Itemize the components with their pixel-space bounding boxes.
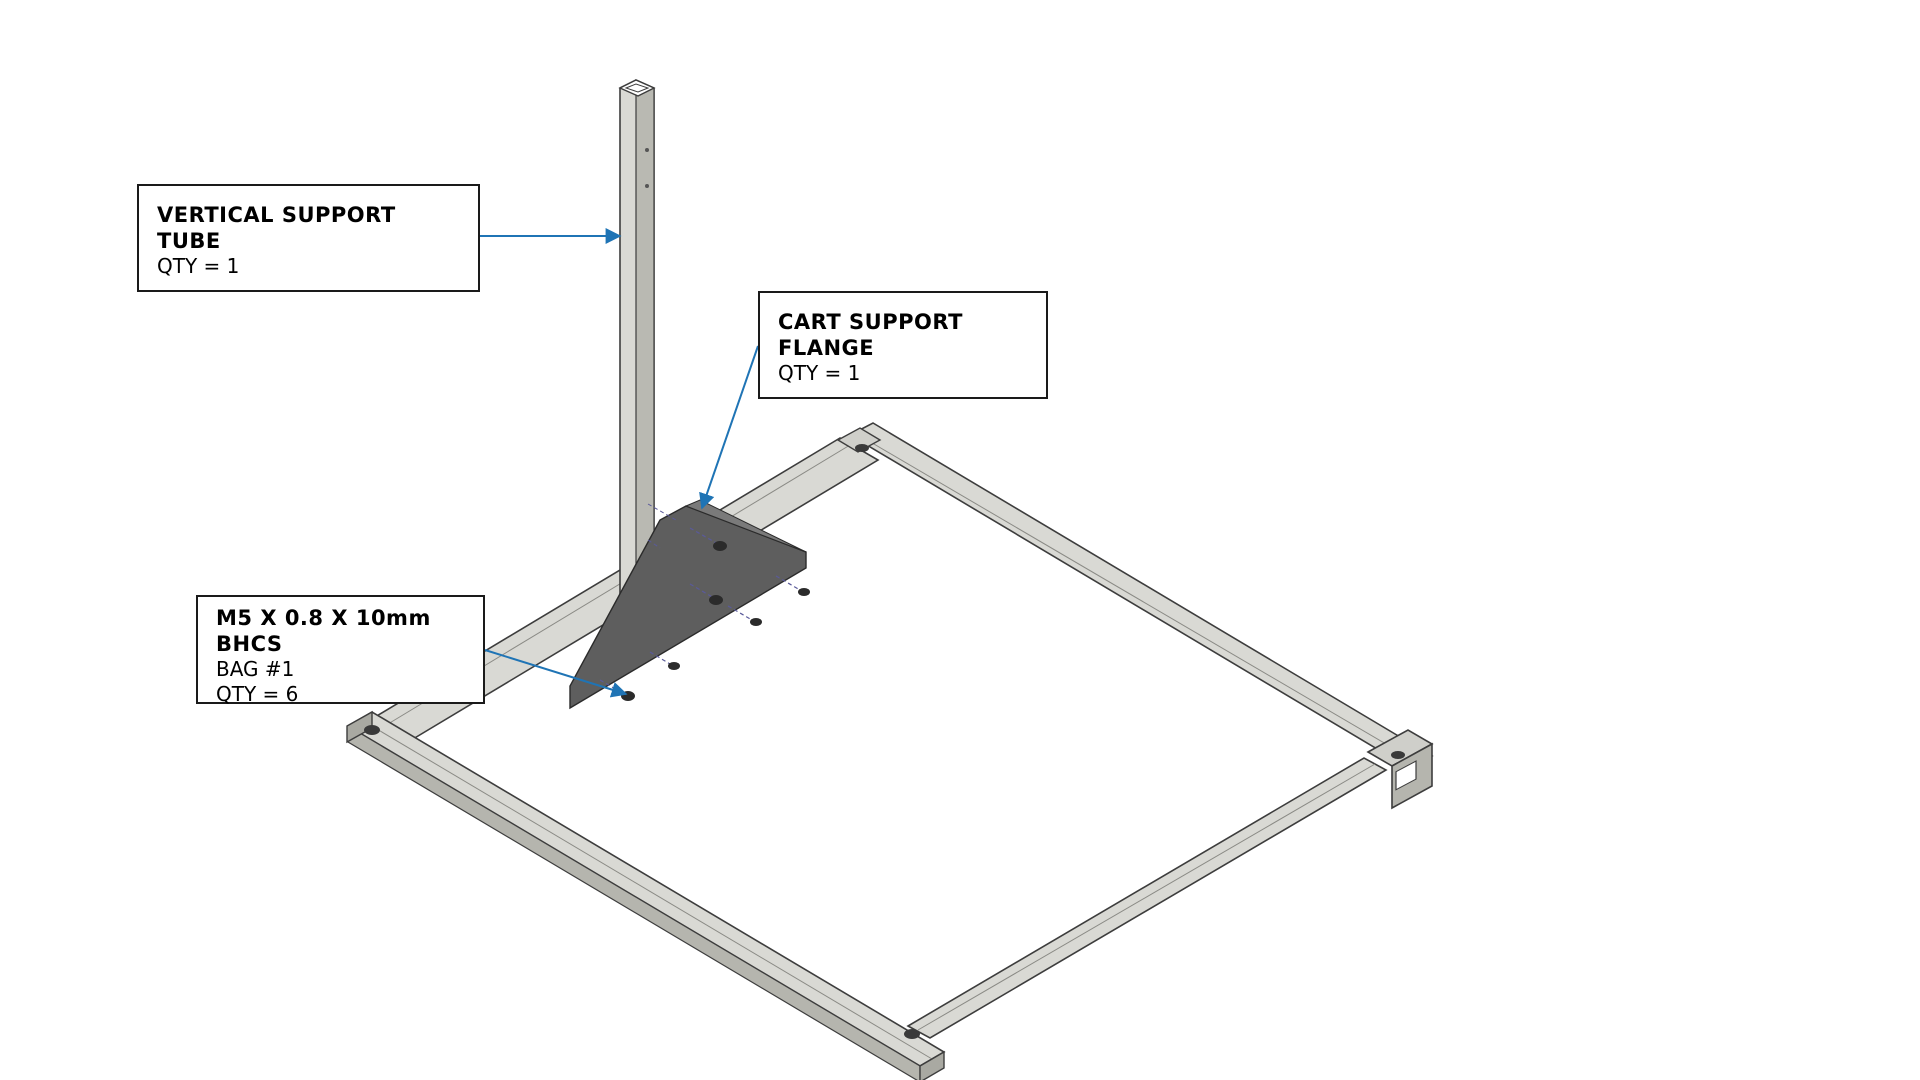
bolt <box>775 575 810 596</box>
frame-rail-front <box>906 757 1388 1039</box>
leader-arrows <box>480 228 759 698</box>
callout-qty: QTY = 1 <box>778 361 861 385</box>
cart-support-flange <box>569 499 807 710</box>
bolt <box>689 583 723 605</box>
vertical-support-tube <box>618 79 656 602</box>
frame-rail-back <box>848 422 1434 769</box>
callout-cart-support-flange: CART SUPPORT FLANGE QTY = 1 <box>758 291 1048 399</box>
bolt <box>689 527 727 551</box>
callout-qty: QTY = 1 <box>157 254 240 278</box>
callout-title: CART SUPPORT FLANGE <box>778 310 963 360</box>
bolt <box>649 651 680 670</box>
frame-end-front-left <box>346 710 380 744</box>
callout-bag: BAG #1 <box>216 657 295 681</box>
frame-end-front-right <box>904 1029 945 1080</box>
callout-title: M5 X 0.8 X 10mm BHCS <box>216 606 431 656</box>
callout-bolts: M5 X 0.8 X 10mm BHCS BAG #1 QTY = 6 <box>196 595 485 706</box>
callout-vertical-support-tube: VERTICAL SUPPORT TUBE QTY = 1 <box>137 184 480 292</box>
leader-arrow-bolts <box>484 649 628 698</box>
base-frame <box>346 422 1434 1080</box>
callout-qty: QTY = 6 <box>216 682 299 706</box>
callout-title: VERTICAL SUPPORT TUBE <box>157 203 396 253</box>
bolt <box>727 605 762 626</box>
leader-arrow-flange <box>699 345 759 510</box>
frame-rail-left-long <box>346 711 946 1080</box>
frame-rail-right-end <box>1366 729 1434 810</box>
frame-end-back-left <box>836 427 882 453</box>
